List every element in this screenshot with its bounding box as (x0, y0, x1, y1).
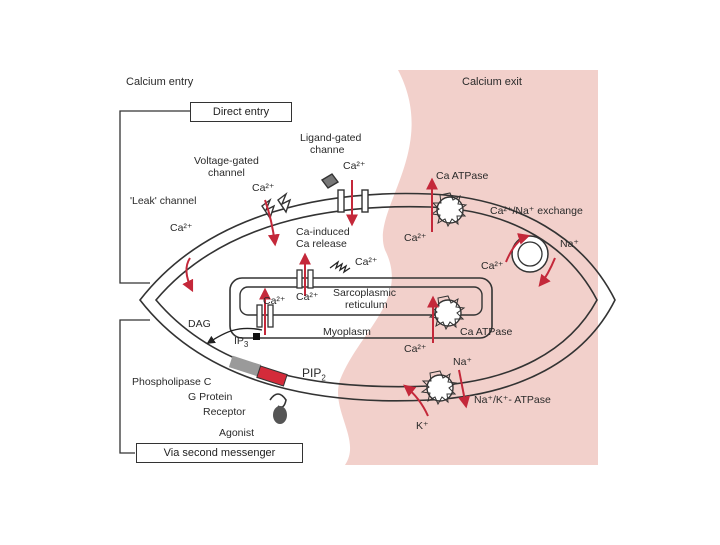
k-plus-label: K⁺ (416, 420, 429, 432)
ca-atpase-top-label: Ca ATPase (436, 170, 489, 182)
agonist-label: Agonist (219, 427, 255, 439)
phospholipase-c-block (228, 355, 262, 377)
messenger-bracket (119, 319, 150, 454)
na-ca-exchanger (511, 235, 549, 273)
sr-release-channel-top (296, 269, 314, 289)
na-k-atpase-pump (420, 370, 458, 406)
ca-exchange-label: Ca²⁺ (481, 260, 504, 272)
receptor-label: Receptor (203, 406, 246, 418)
ligand-gated-label-1: Ligand-gated (300, 132, 362, 144)
sarcoplasmic-label-1: Sarcoplasmic (333, 287, 397, 299)
ca-sr-left-label: Ca²⁺ (263, 295, 286, 307)
cell-membrane-inner (154, 205, 598, 388)
g-protein-block (256, 365, 288, 387)
calcium-exit-region (338, 70, 598, 465)
ca-sr-pump-label: Ca²⁺ (404, 343, 427, 355)
ca-voltage-label: Ca²⁺ (252, 182, 275, 194)
na-plus-bottom-label: Na⁺ (453, 356, 472, 368)
sarcoplasmic-reticulum-inner (239, 286, 483, 316)
ligand-gated-label-2: channe (310, 144, 345, 156)
second-messenger-box: Via second messenger (136, 443, 303, 463)
voltage-gated-label-1: Voltage-gated (194, 155, 259, 167)
ca-atpase-pump-top (430, 192, 468, 228)
ca-induced-label-2: Ca release (296, 238, 347, 250)
ca-na-exchange-label: Ca²⁺/Na⁺ exchange (490, 205, 583, 217)
g-protein-label: G Protein (188, 391, 233, 403)
dag-label: DAG (188, 318, 211, 330)
voltage-gated-label-2: channel (208, 167, 245, 179)
leak-channel-label: 'Leak' channel (130, 195, 197, 207)
ca-atpase-sr-label: Ca ATPase (460, 326, 513, 338)
na-k-atpase-label: Na⁺/K⁺- ATPase (474, 394, 551, 406)
direct-entry-box: Direct entry (190, 102, 292, 122)
myoplasm-label: Myoplasm (323, 326, 371, 338)
sr-release-channel-bottom (256, 304, 274, 328)
ca-ligand-label: Ca²⁺ (343, 160, 366, 172)
cicr-zigzag (329, 260, 351, 274)
agonist-shape (273, 406, 287, 424)
dag-arrow (206, 327, 263, 344)
pip2-label: PIP2 (302, 366, 326, 383)
ca-leak-label: Ca²⁺ (170, 222, 193, 234)
ip3-marker (253, 333, 260, 340)
calcium-exit-header: Calcium exit (462, 76, 522, 88)
ca-cicr-label: Ca²⁺ (355, 256, 378, 268)
na-plus-right-label: Na⁺ (560, 238, 579, 250)
ca-atpase-pump-sr (428, 295, 466, 331)
sarcoplasmic-label-2: reticulum (345, 299, 388, 311)
cell-membrane-outer (138, 192, 616, 402)
ip3-label: IP3 (234, 335, 249, 350)
ca-induced-label-1: Ca-induced (296, 226, 350, 238)
ca-sr-right-label: Ca²⁺ (296, 291, 319, 303)
flux-arrows (182, 177, 556, 417)
direct-entry-bracket (119, 110, 205, 284)
sarcoplasmic-reticulum-outer (229, 277, 493, 339)
phospholipase-c-label: Phospholipase C (132, 376, 212, 388)
ligand-gated-channel (320, 173, 369, 213)
ca-atpase-out-label: Ca²⁺ (404, 232, 427, 244)
calcium-entry-header: Calcium entry (126, 76, 194, 88)
receptor-shape (269, 393, 287, 408)
